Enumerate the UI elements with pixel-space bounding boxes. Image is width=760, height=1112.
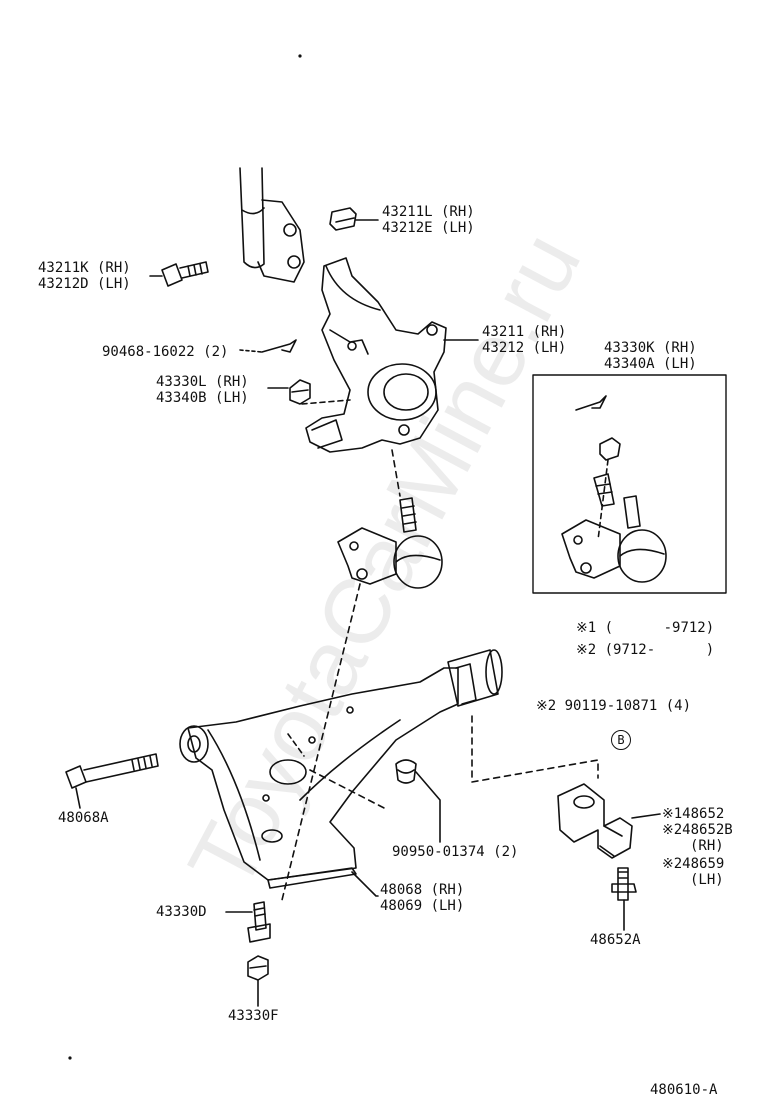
- label-strut-nut-lh: 43212E (LH): [382, 220, 475, 236]
- label-knuckle-lh: 43212 (LH): [482, 340, 567, 356]
- label-strut-bolt-lh: 43212D (LH): [38, 276, 131, 292]
- axis-line-ball-joint: [281, 583, 361, 901]
- label-stabilizer-bolt: 48652A: [590, 932, 641, 948]
- label-stabilizer-link-2: ※248652B: [662, 822, 733, 838]
- label-knuckle-rh: 43211 (RH): [482, 324, 567, 340]
- label-stabilizer-link-3: ※248659: [662, 856, 725, 872]
- steering-knuckle: [305, 257, 447, 453]
- label-ball-joint-assy-lh: 43340A (LH): [604, 356, 697, 372]
- arm-bolt-icon: [65, 753, 159, 789]
- ball-joint-assembly-box: [532, 374, 727, 594]
- label-ball-joint-assy-rh: 43330K (RH): [604, 340, 697, 356]
- label-ball-joint-nut-lh: 43340B (LH): [156, 390, 249, 406]
- label-lower-arm-lh: 48069 (LH): [380, 898, 465, 914]
- label-cotter-pin: 90468-16022 (2): [102, 344, 229, 360]
- note-2: ※2 (9712- ): [576, 642, 715, 658]
- leader-arm-bolt: [75, 787, 81, 809]
- label-stabilizer-link-rh: (RH): [690, 838, 724, 854]
- stabilizer-bolt-icon: [611, 867, 637, 901]
- label-stabilizer-link-lh: (LH): [690, 872, 724, 888]
- axis-line-plug: [309, 769, 389, 811]
- axis-line-arm: [287, 733, 305, 757]
- plug-icon: [395, 759, 417, 784]
- strut-nut-icon: [329, 207, 357, 231]
- label-strut-nut-rh: 43211L (RH): [382, 204, 475, 220]
- label-strut-bolt-rh: 43211K (RH): [38, 260, 131, 276]
- label-ball-joint-nut-rh: 43330L (RH): [156, 374, 249, 390]
- axis-line-bushing: [471, 715, 599, 783]
- label-plug: 90950-01374 (2): [392, 844, 519, 860]
- diagram-code: 480610-A: [650, 1082, 718, 1098]
- stabilizer-bracket-icon: [557, 783, 633, 859]
- ball-joint-nut-icon: [289, 379, 311, 405]
- lower-arm-bolt-icon: [247, 901, 271, 943]
- label-arm-bolt: 48068A: [58, 810, 109, 826]
- reference-mark-b: B: [611, 730, 631, 750]
- label-lower-arm-nut: 43330F: [228, 1008, 279, 1024]
- axis-line-knuckle: [391, 449, 401, 497]
- axis-line-assembly: [597, 459, 609, 541]
- label-lower-arm-bolt: 43330D: [156, 904, 207, 920]
- ball-joint-assembly-icon: [561, 395, 667, 583]
- label-lower-arm-rh: 48068 (RH): [380, 882, 465, 898]
- lower-control-arm: [179, 667, 459, 889]
- leader-lower-arm: [351, 871, 379, 897]
- label-bushing-bolt: ※2 90119-10871 (4): [536, 698, 692, 714]
- leader-stabilizer: [631, 813, 661, 819]
- axis-line-nut: [301, 399, 351, 405]
- ball-joint-icon: [337, 497, 443, 589]
- label-stabilizer-link-1: ※148652: [662, 806, 725, 822]
- strut-tube: [239, 167, 305, 283]
- lower-arm-nut-icon: [247, 955, 269, 981]
- arm-bushing-icon: [447, 649, 503, 707]
- strut-bolt-icon: [161, 261, 209, 287]
- note-1: ※1 ( -9712): [576, 620, 715, 636]
- leader-plug: [415, 771, 441, 843]
- cotter-pin-icon: [239, 339, 297, 353]
